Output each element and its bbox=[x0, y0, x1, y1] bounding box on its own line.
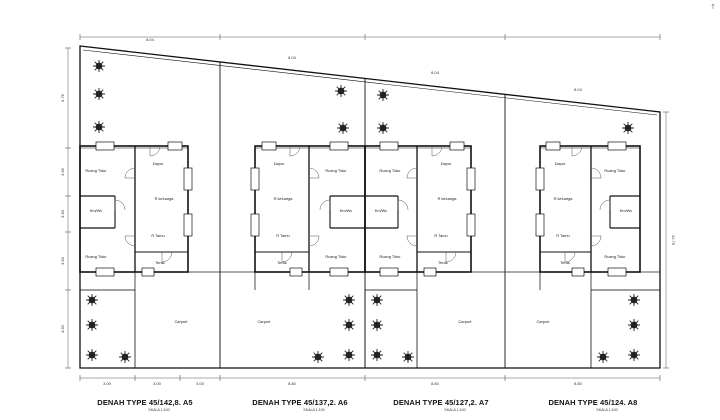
dimension-lines bbox=[67, 36, 667, 379]
room-tamu: R Tamu bbox=[556, 233, 569, 238]
tree-icon bbox=[334, 84, 348, 98]
tree-icon bbox=[627, 318, 641, 332]
tree-icon bbox=[92, 87, 106, 101]
tree-icon bbox=[376, 121, 390, 135]
caption-scale: SKALA 1:100 bbox=[596, 408, 618, 412]
room-dapur: Dapur bbox=[274, 161, 285, 166]
room-bed-top: Ruang Tidur bbox=[379, 168, 401, 173]
dim-left-4: 3.50 bbox=[60, 256, 65, 265]
carport-lines bbox=[134, 271, 660, 368]
caption-scale: SKALA 1:100 bbox=[148, 408, 170, 412]
room-dapur: Dapur bbox=[153, 161, 164, 166]
room-carport: Carport bbox=[258, 319, 272, 324]
caption-scale: SKALA 1:100 bbox=[303, 408, 325, 412]
tree-icon bbox=[85, 318, 99, 332]
caption-a8: DENAH TYPE 45/124. A8 SKALA 1:100 bbox=[518, 398, 668, 412]
room-bed-top: Ruang Tidur bbox=[604, 168, 626, 173]
dim-left-2: 3.65 bbox=[60, 167, 65, 176]
tree-icon bbox=[85, 293, 99, 307]
dim-bottom-5: 8.80 bbox=[431, 381, 440, 386]
room-keluarga: R keluarga bbox=[274, 196, 294, 201]
dim-top-4: 8.04 bbox=[574, 87, 583, 92]
tree-icon bbox=[627, 348, 641, 362]
room-keluarga: R keluarga bbox=[155, 196, 175, 201]
site-boundary bbox=[79, 45, 661, 369]
dim-top-1: 8.04 bbox=[146, 37, 155, 42]
caption-scale: SKALA 1:100 bbox=[444, 408, 466, 412]
tree-icon bbox=[621, 121, 635, 135]
room-tamu: R Tamu bbox=[434, 233, 447, 238]
tree-icon bbox=[311, 350, 325, 364]
room-tamu: R Tamu bbox=[151, 233, 164, 238]
room-dapur: Dapur bbox=[441, 161, 452, 166]
room-bed-top: Ruang Tidur bbox=[325, 168, 347, 173]
room-teras: Teras bbox=[277, 260, 287, 265]
tree-icon bbox=[596, 350, 610, 364]
unit-a5: Ruang Tidur Dapur Km/Wc R keluarga R Tam… bbox=[79, 141, 193, 369]
caption-title: DENAH TYPE 45/124. A8 bbox=[548, 398, 638, 407]
dimension-ticks bbox=[65, 34, 669, 381]
dim-bottom-4: 8.80 bbox=[288, 381, 297, 386]
corner-mark: ↑ bbox=[710, 3, 716, 11]
tree-icon bbox=[370, 293, 384, 307]
room-wc: Km/Wc bbox=[375, 208, 388, 213]
room-keluarga: R keluarga bbox=[438, 196, 458, 201]
dim-left-3: 3.50 bbox=[60, 209, 65, 218]
room-wc: Km/Wc bbox=[90, 208, 103, 213]
unit-a6: Dapur Ruang Tidur R keluarga Km/Wc R Tam… bbox=[250, 141, 366, 324]
room-carport: Carport bbox=[537, 319, 551, 324]
room-teras: Teras bbox=[560, 260, 570, 265]
room-carport: Carport bbox=[459, 319, 473, 324]
dim-top-2: 8.04 bbox=[288, 55, 297, 60]
caption-title: DENAH TYPE 45/137,2. A6 bbox=[252, 398, 348, 407]
caption-title: DENAH TYPE 45/142,8. A5 bbox=[97, 398, 193, 407]
caption-title: DENAH TYPE 45/127,2. A7 bbox=[393, 398, 489, 407]
tree-icon bbox=[92, 120, 106, 134]
tree-icon bbox=[118, 350, 132, 364]
tree-icon bbox=[370, 318, 384, 332]
tree-icon bbox=[85, 348, 99, 362]
tree-icon bbox=[627, 293, 641, 307]
room-teras: Teras bbox=[155, 260, 165, 265]
caption-a6: DENAH TYPE 45/137,2. A6 SKALA 1:100 bbox=[225, 398, 375, 412]
caption-a5: DENAH TYPE 45/142,8. A5 SKALA 1:100 bbox=[70, 398, 220, 412]
room-carport: Carport bbox=[175, 319, 189, 324]
dim-left-5: 4.50 bbox=[60, 324, 65, 333]
tree-icon bbox=[370, 348, 384, 362]
room-bed-bottom: Ruang Tidur bbox=[379, 254, 401, 259]
dim-bottom-3: 3.00 bbox=[196, 381, 205, 386]
tree-icon bbox=[336, 121, 350, 135]
room-bed-top: Ruang Tidur bbox=[85, 168, 107, 173]
room-tamu: R Tamu bbox=[276, 233, 289, 238]
caption-a7: DENAH TYPE 45/127,2. A7 SKALA 1:100 bbox=[366, 398, 516, 412]
room-bed-bottom: Ruang Tidur bbox=[85, 254, 107, 259]
dim-bottom-6: 8.80 bbox=[574, 381, 583, 386]
dim-bottom-2: 3.00 bbox=[153, 381, 162, 386]
unit-a8: Dapur Ruang Tidur R keluarga Km/Wc R Tam… bbox=[535, 141, 661, 369]
dim-left-1: 5.75 bbox=[60, 93, 65, 102]
room-wc: Km/Wc bbox=[340, 208, 353, 213]
room-bed-bottom: Ruang Tidur bbox=[604, 254, 626, 259]
dim-bottom-1: 3.00 bbox=[103, 381, 112, 386]
tree-icon bbox=[401, 350, 415, 364]
tree-icon bbox=[342, 348, 356, 362]
tree-icon bbox=[342, 293, 356, 307]
dim-top-3: 8.04 bbox=[431, 70, 440, 75]
room-wc: Km/Wc bbox=[620, 208, 633, 213]
landscape-trees bbox=[85, 59, 641, 364]
unit-a7: Ruang Tidur Dapur Km/Wc R keluarga R Tam… bbox=[364, 141, 476, 369]
dim-right-1: 12.75 bbox=[671, 235, 676, 246]
room-teras: Teras bbox=[438, 260, 448, 265]
tree-icon bbox=[376, 88, 390, 102]
room-dapur: Dapur bbox=[555, 161, 566, 166]
tree-icon bbox=[92, 59, 106, 73]
tree-icon bbox=[342, 318, 356, 332]
room-keluarga: R keluarga bbox=[554, 196, 574, 201]
room-bed-bottom: Ruang Tidur bbox=[325, 254, 347, 259]
